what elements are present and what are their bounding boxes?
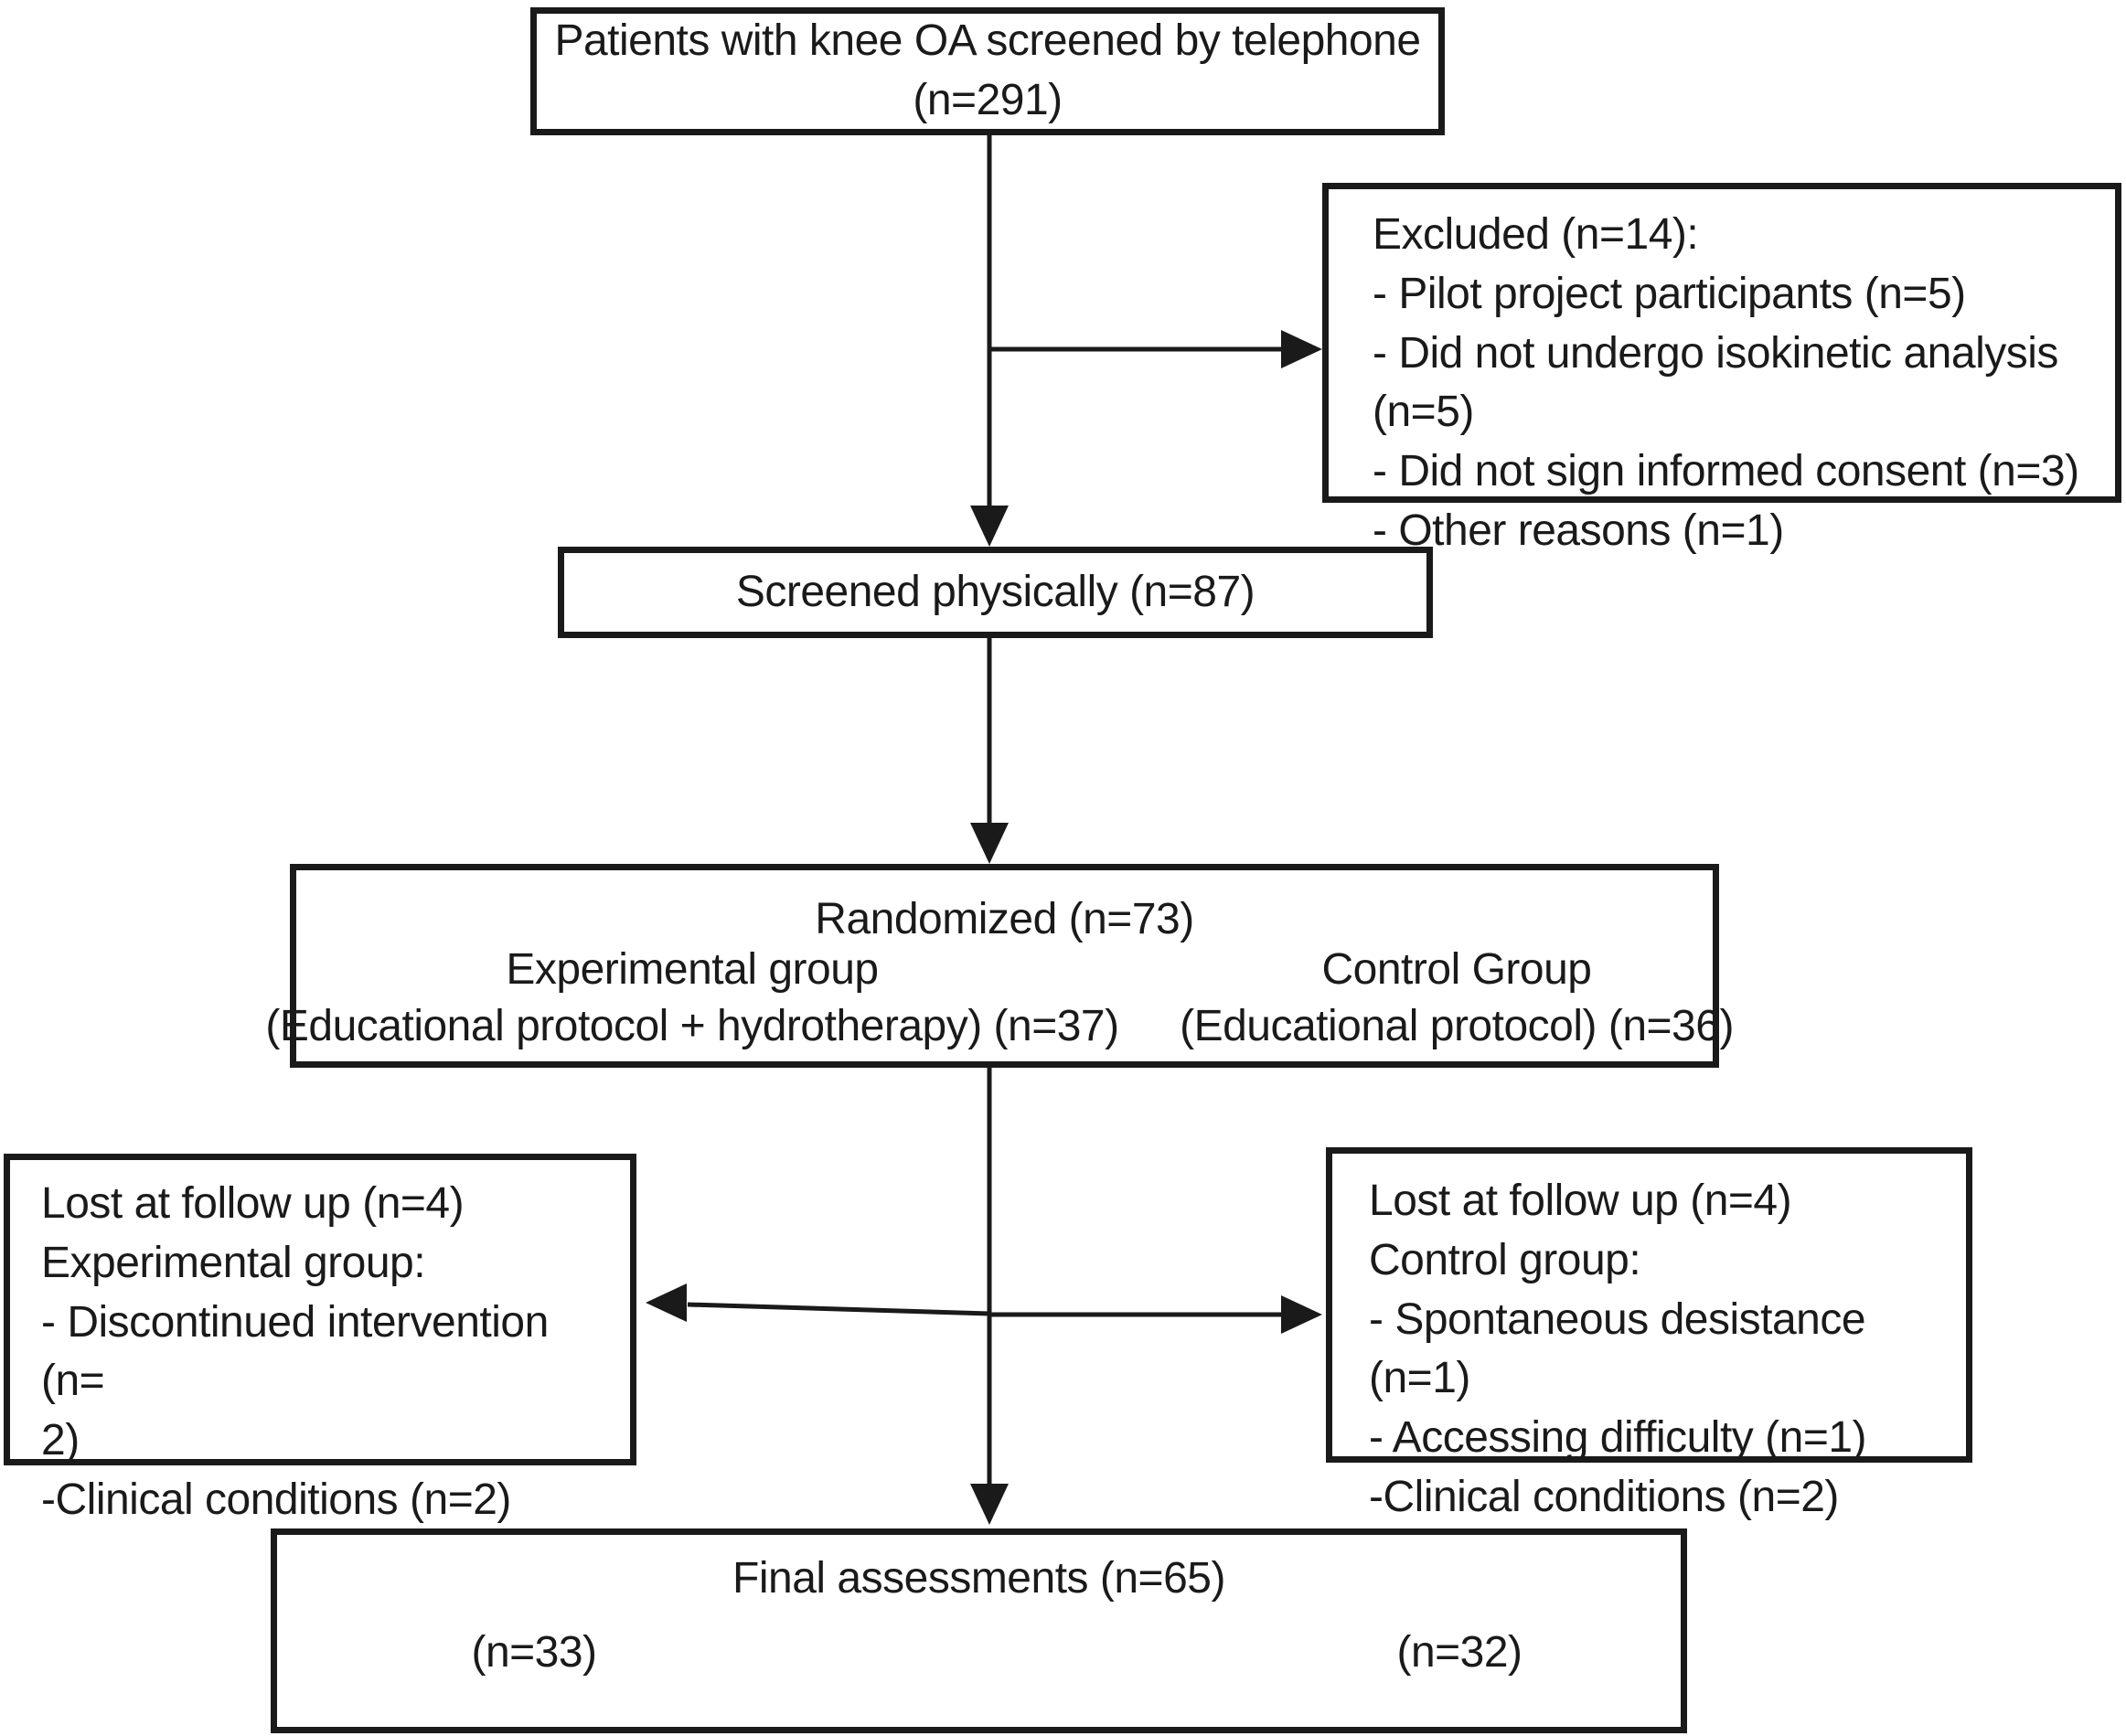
box-screened-by-telephone: Patients with knee OA screened by teleph… <box>530 7 1445 135</box>
arrow-to-lost-experimental <box>646 1283 990 1322</box>
control-group-label: Control Group (Educational protocol) (n=… <box>1180 942 1734 1054</box>
box-count: (n=291) <box>913 76 1063 124</box>
lost-reason: - Discontinued intervention (n= 2) <box>41 1297 549 1465</box>
group-name: Experimental group <box>506 945 879 995</box>
excluded-reason: - Did not undergo isokinetic analysis (n… <box>1373 328 2058 437</box>
excluded-reason: - Other reasons (n=1) <box>1373 506 1784 555</box>
final-count-experimental: (n=33) <box>471 1628 597 1677</box>
box-text-line: Screened physically (n=87) <box>735 567 1255 616</box>
arrow-to-excluded <box>989 330 1322 368</box>
lost-reason: - Spontaneous desistance (n=1) <box>1369 1294 1866 1403</box>
arrow-screened-to-randomized <box>970 638 1009 864</box>
lost-subtitle: Control group: <box>1369 1235 1641 1284</box>
group-detail: (Educational protocol + hydrotherapy) (n… <box>265 1001 1119 1050</box>
box-randomized: Randomized (n=73) Experimental group (Ed… <box>265 864 1734 1068</box>
experimental-group-label: Experimental group (Educational protocol… <box>265 942 1119 1054</box>
lost-title: Lost at follow up (n=4) <box>41 1179 465 1228</box>
arrow-telephone-to-screened <box>970 135 1009 547</box>
excluded-title: Excluded (n=14): <box>1373 210 1699 259</box>
lost-reason: -Clinical conditions (n=2) <box>41 1475 511 1524</box>
arrow-to-lost-control <box>989 1295 1322 1334</box>
box-text-line: Patients with knee OA screened by teleph… <box>554 16 1421 66</box>
group-name: Control Group <box>1321 945 1592 995</box>
box-lost-followup-control: Lost at follow up (n=4) Control group: -… <box>1326 1147 1972 1521</box>
box-lost-followup-experimental: Lost at follow up (n=4) Experimental gro… <box>4 1154 636 1524</box>
box-excluded: Excluded (n=14): - Pilot project partici… <box>1322 183 2121 555</box>
lost-reason: -Clinical conditions (n=2) <box>1369 1472 1839 1521</box>
final-count-control: (n=32) <box>1396 1628 1522 1677</box>
randomized-title: Randomized (n=73) <box>815 895 1194 943</box>
excluded-reason: - Pilot project participants (n=5) <box>1373 269 1966 318</box>
lost-reason: - Accessing difficulty (n=1) <box>1369 1413 1867 1463</box>
lost-title: Lost at follow up (n=4) <box>1369 1177 1792 1225</box>
group-detail: (Educational protocol) (n=36) <box>1180 1001 1734 1050</box>
box-final-assessments: Final assessments (n=65) (n=33) (n=32) <box>271 1528 1687 1733</box>
arrow-randomized-to-final <box>970 1068 1009 1525</box>
final-title: Final assessments (n=65) <box>732 1554 1225 1603</box>
lost-subtitle: Experimental group: <box>41 1238 426 1287</box>
box-screened-physically: Screened physically (n=87) <box>558 547 1433 638</box>
excluded-reason: - Did not sign informed consent (n=3) <box>1373 447 2079 496</box>
